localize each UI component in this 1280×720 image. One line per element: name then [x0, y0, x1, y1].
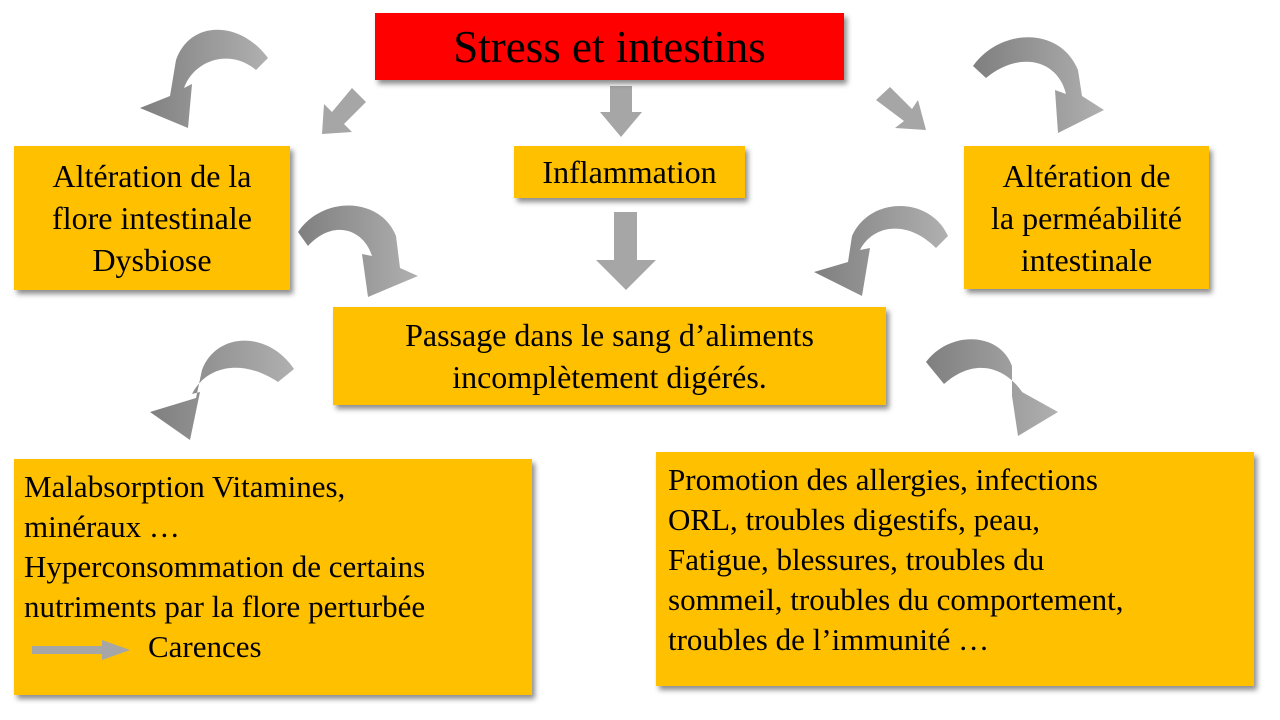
curved-arrow-top-left	[140, 29, 268, 128]
node-dysbiose-line: flore intestinale	[52, 200, 252, 236]
node-malabsorption-line: nutriments par la flore perturbée	[24, 589, 426, 624]
curved-arrow-dysbiose-to-passage	[298, 205, 418, 297]
curved-arrow-permeabilite-to-passage	[814, 206, 948, 296]
node-dysbiose-line: Dysbiose	[92, 242, 212, 278]
title-box: Stress et intestins	[375, 13, 844, 80]
arrow-down-title-to-inflammation	[600, 86, 642, 137]
node-malabsorption: Malabsorption Vitamines, minéraux … Hype…	[14, 459, 532, 695]
node-passage-line: incomplètement digérés.	[452, 359, 767, 395]
node-malabsorption-result-row: Carences	[24, 627, 425, 667]
node-malabsorption-line: Hyperconsommation de certains	[24, 549, 426, 584]
node-malabsorption-result: Carences	[148, 629, 262, 664]
arrow-title-to-permeabilite	[876, 87, 926, 130]
title-text: Stress et intestins	[453, 21, 766, 72]
node-passage-line: Passage dans le sang d’aliments	[405, 317, 814, 353]
node-promotion-line: ORL, troubles digestifs, peau,	[668, 502, 1040, 537]
node-permeabilite-line: la perméabilité	[990, 199, 1182, 236]
node-promotion-line: sommeil, troubles du comportement,	[668, 582, 1124, 617]
node-malabsorption-line: minéraux …	[24, 509, 180, 544]
node-permeabilite-line: intestinale	[1020, 241, 1153, 278]
curved-arrow-top-right	[973, 37, 1104, 133]
arrow-down-inflammation-to-passage	[596, 212, 656, 290]
node-promotion-line: Promotion des allergies, infections	[668, 462, 1098, 497]
node-malabsorption-line: Malabsorption Vitamines,	[24, 469, 346, 504]
node-passage: Passage dans le sang d’aliments incomplè…	[333, 307, 886, 405]
node-permeabilite-line: Altération de	[1002, 157, 1171, 194]
node-permeabilite: Altération de la perméabilité intestinal…	[964, 146, 1209, 289]
arrow-title-to-dysbiose	[322, 88, 366, 134]
node-promotion: Promotion des allergies, infections ORL,…	[656, 452, 1254, 686]
node-dysbiose-line: Altération de la	[52, 158, 252, 194]
curved-arrow-passage-to-promotion	[926, 339, 1058, 436]
node-promotion-line: troubles de l’immunité …	[668, 622, 990, 657]
node-inflammation: Inflammation	[514, 146, 745, 198]
arrow-right-icon	[32, 639, 130, 660]
curved-arrow-passage-to-malabsorption	[150, 340, 294, 440]
node-dysbiose: Altération de la flore intestinale Dysbi…	[14, 146, 290, 290]
node-inflammation-text: Inflammation	[542, 154, 717, 190]
node-promotion-line: Fatigue, blessures, troubles du	[668, 542, 1045, 577]
